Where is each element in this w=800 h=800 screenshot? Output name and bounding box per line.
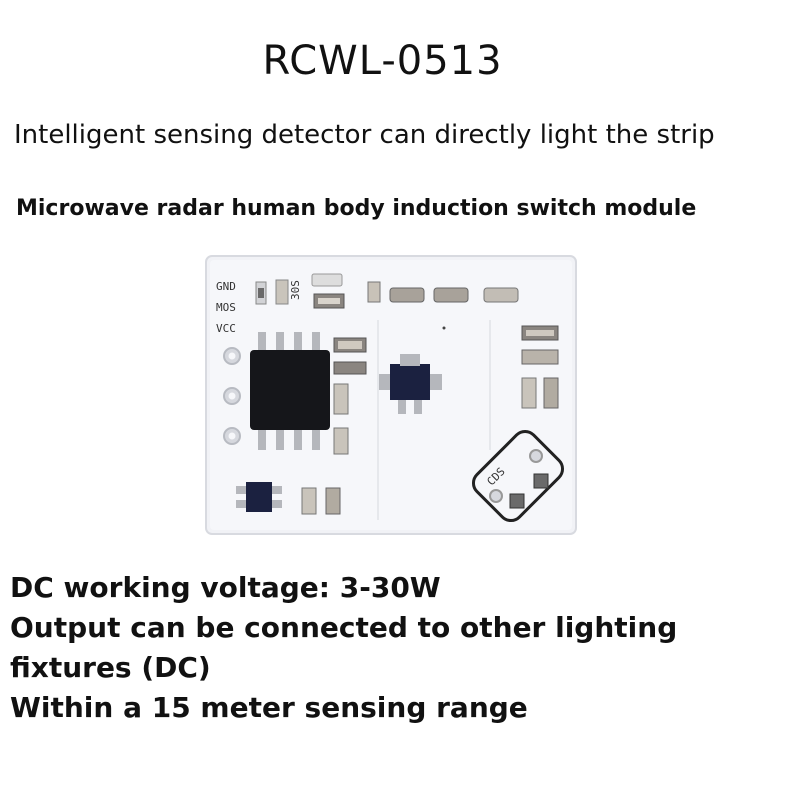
product-title: RCWL-0513 <box>262 38 503 84</box>
pin-pads <box>223 347 241 445</box>
pin-label-mos: MOS <box>216 301 236 314</box>
product-tagline: Microwave radar human body induction swi… <box>16 196 697 221</box>
radar-module-photo: GND MOS VCC 30S <box>205 255 577 535</box>
pin-label-gnd: GND <box>216 280 236 293</box>
center-transistor <box>378 354 442 414</box>
silkscreen-timer: 30S <box>289 280 302 300</box>
main-ic-chip <box>250 332 330 450</box>
spec-range: Within a 15 meter sensing range <box>10 691 528 724</box>
voltage-regulator <box>236 482 282 512</box>
pin-label-vcc: VCC <box>216 322 236 335</box>
spec-output: Output can be connected to other lightin… <box>10 611 678 684</box>
spec-list: DC working voltage: 3-30W Output can be … <box>10 568 790 728</box>
spec-voltage: DC working voltage: 3-30W <box>10 571 441 604</box>
product-subtitle: Intelligent sensing detector can directl… <box>14 120 715 150</box>
top-resistors <box>389 287 519 303</box>
